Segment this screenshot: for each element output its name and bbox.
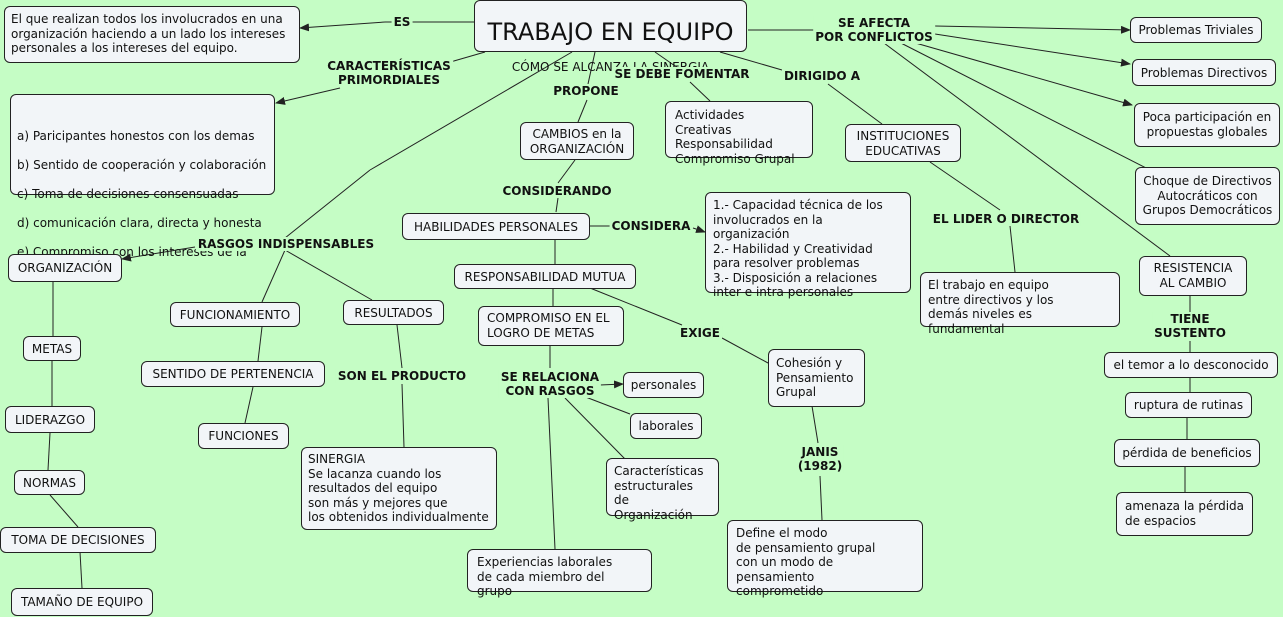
link-label-relaciona: SE RELACIONA CON RASGOS: [498, 370, 602, 398]
node-temor[interactable]: el temor a lo desconocido: [1104, 352, 1278, 378]
node-toma-decisiones[interactable]: TOMA DE DECISIONES: [0, 527, 156, 553]
caract-item: c) Toma de decisiones consensuadas: [17, 187, 239, 201]
node-laborales[interactable]: laborales: [630, 413, 702, 439]
link-label-rasgos: RASGOS INDISPENSABLES: [195, 237, 377, 251]
link-label-es: ES: [391, 15, 413, 29]
link-label-caracteristicas: CARACTERÍSTICAS PRIMORDIALES: [325, 59, 453, 87]
node-define[interactable]: Define el modo de pensamiento grupal con…: [727, 520, 923, 598]
node-estructurales[interactable]: Características estructurales de Organiz…: [606, 458, 719, 522]
node-habilidades[interactable]: HABILIDADES PERSONALES: [402, 213, 590, 240]
node-experiencias[interactable]: Experiencias laborales de cada miembro d…: [467, 549, 652, 598]
node-ruptura[interactable]: ruptura de rutinas: [1125, 392, 1252, 418]
link-label-lider: EL LIDER O DIRECTOR: [930, 212, 1082, 226]
node-funcionamiento[interactable]: FUNCIONAMIENTO: [170, 302, 300, 327]
node-amenaza[interactable]: amenaza la pérdida de espacios: [1116, 492, 1253, 536]
node-resultados[interactable]: RESULTADOS: [343, 300, 444, 325]
node-perdida[interactable]: pérdida de beneficios: [1114, 439, 1260, 467]
node-cambios[interactable]: CAMBIOS en la ORGANIZACIÓN: [520, 122, 634, 160]
node-tamano-equipo[interactable]: TAMAÑO DE EQUIPO: [11, 588, 153, 616]
node-compromiso[interactable]: COMPROMISO EN EL LOGRO DE METAS: [478, 306, 624, 346]
node-normas[interactable]: NORMAS: [14, 470, 85, 495]
node-es-definition[interactable]: El que realizan todos los involucrados e…: [4, 6, 300, 63]
node-triviales[interactable]: Problemas Triviales: [1130, 17, 1262, 43]
link-label-sustento: TIENE SUSTENTO: [1152, 312, 1228, 340]
link-label-dirigido: DIRIGIDO A: [781, 69, 863, 83]
link-label-son-producto: SON EL PRODUCTO: [335, 369, 469, 383]
node-directivos[interactable]: Problemas Directivos: [1132, 59, 1276, 86]
caract-item: d) comunicación clara, directa y honesta: [17, 216, 262, 230]
node-cohesion[interactable]: Cohesión y Pensamiento Grupal: [768, 349, 865, 407]
node-sinergia[interactable]: SINERGIA Se lacanza cuando los resultado…: [301, 447, 497, 530]
node-choque[interactable]: Choque de Directivos Autocráticos con Gr…: [1135, 167, 1280, 225]
link-label-afecta: SE AFECTA POR CONFLICTOS: [813, 16, 935, 44]
node-resistencia[interactable]: RESISTENCIA AL CAMBIO: [1139, 256, 1247, 296]
link-label-considera: CONSIDERA: [609, 219, 693, 233]
node-organizacion[interactable]: ORGANIZACIÓN: [8, 254, 122, 282]
link-label-propone: PROPONE: [551, 84, 621, 98]
node-responsabilidad[interactable]: RESPONSABILIDAD MUTUA: [454, 264, 636, 289]
title-node[interactable]: TRABAJO EN EQUIPO CÓMO SE ALCANZA LA SIN…: [474, 0, 747, 74]
node-caracteristicas[interactable]: a) Paricipantes honestos con los demas b…: [10, 94, 275, 274]
node-sentido-pertenencia[interactable]: SENTIDO DE PERTENENCIA: [141, 361, 325, 387]
link-label-janis: JANIS (1982): [795, 445, 845, 473]
node-metas[interactable]: METAS: [23, 336, 81, 361]
node-lider-desc[interactable]: El trabajo en equipo entre directivos y …: [920, 272, 1120, 336]
node-funciones[interactable]: FUNCIONES: [198, 423, 289, 449]
node-liderazgo[interactable]: LIDERAZGO: [5, 406, 95, 433]
node-instituciones[interactable]: INSTITUCIONES EDUCATIVAS: [845, 124, 961, 162]
caract-item: a) Paricipantes honestos con los demas: [17, 129, 255, 143]
caract-item: b) Sentido de cooperación y colaboración: [17, 158, 267, 172]
node-personales[interactable]: personales: [623, 372, 704, 398]
title-main: TRABAJO EN EQUIPO: [487, 17, 734, 46]
link-label-fomentar: SE DEBE FOMENTAR: [612, 67, 752, 81]
node-poca-participacion[interactable]: Poca participación en propuestas globale…: [1134, 103, 1280, 147]
link-label-considerando: CONSIDERANDO: [500, 184, 614, 198]
link-label-exige: EXIGE: [678, 326, 722, 340]
node-actividades[interactable]: Actividades Creativas Responsabilidad Co…: [665, 101, 813, 166]
node-capacidades[interactable]: 1.- Capacidad técnica de los involucrado…: [705, 192, 911, 299]
